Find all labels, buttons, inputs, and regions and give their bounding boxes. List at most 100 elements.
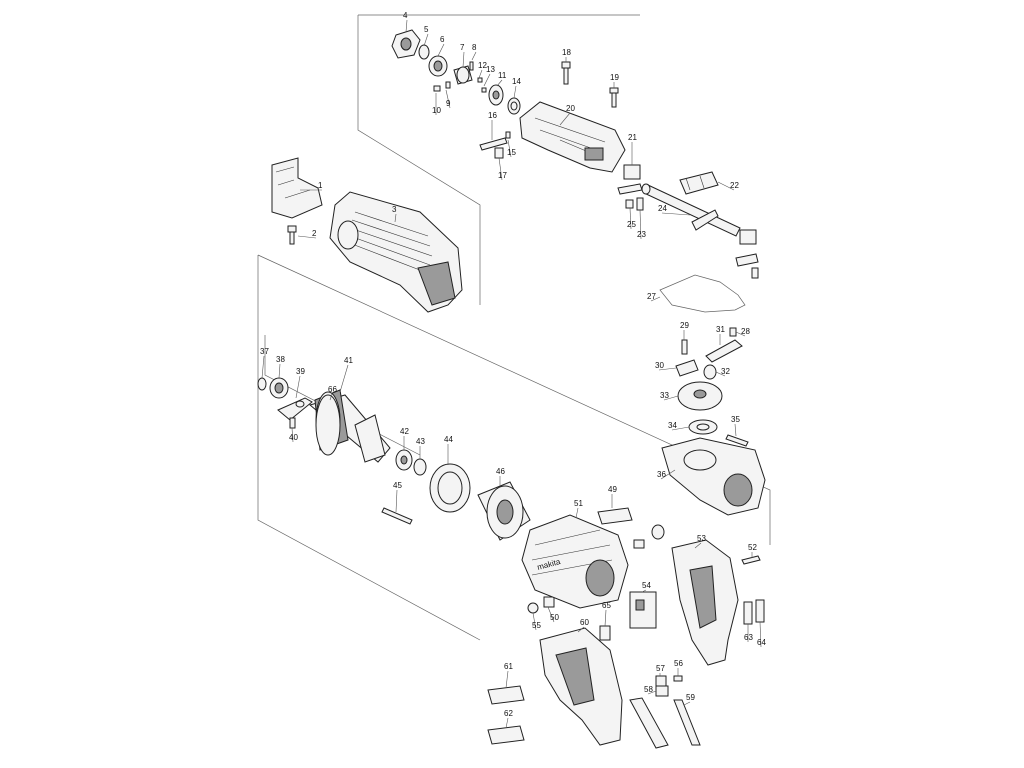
leader-line-5 [423, 33, 429, 47]
part-label-53: 53 [697, 534, 706, 543]
group-frames [257, 14, 771, 641]
leader-line-17 [498, 157, 503, 181]
part-31-lever [705, 339, 743, 363]
part-label-30: 30 [655, 361, 664, 370]
part-29-screw [681, 339, 688, 355]
part-13-pin [481, 87, 487, 93]
part-label-27: 27 [647, 292, 656, 301]
part-label-16: 16 [488, 111, 497, 120]
leader-line-13 [483, 73, 491, 87]
leader-line-33 [663, 395, 679, 401]
part-33-cam [677, 381, 723, 411]
leader-line-50 [547, 606, 555, 623]
part-label-41: 41 [344, 356, 353, 365]
part-label-31: 31 [716, 325, 725, 334]
leader-line-59 [683, 701, 691, 706]
part-label-18: 18 [562, 48, 571, 57]
part-label-51: 51 [574, 499, 583, 508]
part-label-39: 39 [296, 367, 305, 376]
part-64-label [755, 599, 765, 623]
leader-line-66 [329, 393, 333, 401]
leader-line-55 [532, 612, 537, 631]
part-42-bearing [395, 449, 413, 471]
part-label-66: 66 [328, 385, 337, 394]
part-label-36: 36 [657, 470, 666, 479]
part-25-plate [625, 199, 634, 209]
part-21b-plate [617, 183, 643, 195]
part-label-40: 40 [289, 433, 298, 442]
part-label-37: 37 [260, 347, 269, 356]
part-15-pin [505, 131, 511, 139]
part-label-4: 4 [403, 11, 408, 20]
part-24b-block [739, 229, 757, 245]
part-18-screw [561, 61, 571, 85]
leader-line-6 [437, 43, 445, 57]
part-9-pin [445, 81, 451, 89]
part-label-9: 9 [446, 99, 451, 108]
part-label-54: 54 [642, 581, 651, 590]
part-label-32: 32 [721, 367, 730, 376]
part-22-clamp [679, 171, 719, 195]
part-label-58: 58 [644, 685, 653, 694]
part-44-baffle [429, 463, 471, 513]
leader-line-15 [507, 139, 512, 158]
part-62-label [487, 725, 525, 745]
leader-line-3 [394, 213, 397, 223]
leader-line-40 [291, 427, 294, 443]
part-30-plate [675, 359, 699, 377]
part-label-42: 42 [400, 427, 409, 436]
leader-line-62 [505, 717, 509, 729]
part-label-2: 2 [312, 229, 317, 238]
part-5-ring [418, 44, 430, 60]
part-38-bearing [269, 377, 289, 399]
leader-line-9 [445, 89, 451, 109]
leader-line-4 [405, 19, 408, 33]
leader-line-14 [513, 85, 517, 99]
frame-armature-group [257, 255, 481, 641]
leader-line-34 [671, 426, 690, 431]
part-26b-screw [751, 267, 759, 279]
frame-motor-group [257, 254, 771, 545]
leader-line-37 [261, 355, 265, 379]
part-label-12: 12 [478, 61, 487, 70]
part-label-43: 43 [416, 437, 425, 446]
part-10-pin [433, 85, 441, 92]
part-label-49: 49 [608, 485, 617, 494]
part-label-21: 21 [628, 133, 637, 142]
part-21-block [623, 164, 641, 180]
part-40-screw [289, 417, 296, 429]
leader-line-65 [604, 609, 607, 627]
part-label-38: 38 [276, 355, 285, 364]
part-61-label [487, 685, 525, 705]
part-17-block [494, 147, 504, 159]
part-57-block [655, 675, 667, 687]
part-label-14: 14 [512, 77, 521, 86]
part-59-cord-guard [673, 699, 701, 746]
leader-line-58 [647, 690, 657, 695]
part-51b-cap [651, 524, 665, 540]
leader-line-54 [641, 589, 647, 593]
part-label-57: 57 [656, 664, 665, 673]
part-label-64: 64 [757, 638, 766, 647]
part-7-sleeve [453, 65, 473, 85]
part-label-28: 28 [741, 327, 750, 336]
leader-line-36 [660, 469, 676, 480]
part-label-35: 35 [731, 415, 740, 424]
part-20-plunger-housing [519, 101, 626, 173]
leader-line-53 [694, 542, 702, 549]
part-39-plate [277, 397, 313, 421]
part-60-handle-half [539, 627, 623, 746]
part-label-8: 8 [472, 43, 477, 52]
part-label-25: 25 [627, 220, 636, 229]
leader-line-23 [639, 209, 642, 240]
part-label-23: 23 [637, 230, 646, 239]
part-32-nut [703, 364, 717, 380]
part-label-7: 7 [460, 43, 465, 52]
leader-line-2 [297, 235, 317, 239]
frame-top-group [357, 15, 481, 305]
part-label-33: 33 [660, 391, 669, 400]
part-53-handle-half [671, 539, 739, 666]
part-label-52: 52 [748, 543, 757, 552]
